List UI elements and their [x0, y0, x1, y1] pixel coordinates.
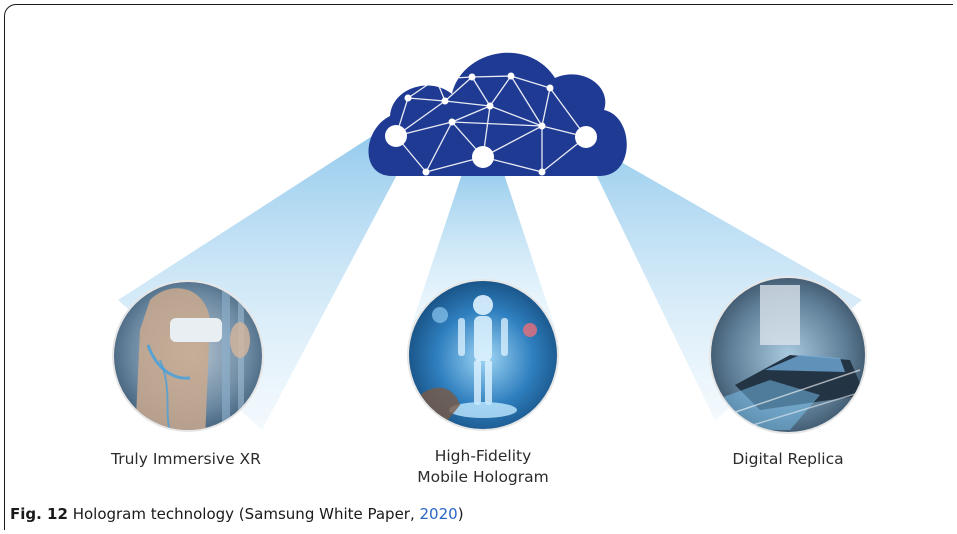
replica-image	[709, 276, 867, 434]
emitter-node-left	[385, 125, 407, 147]
beam-center	[410, 156, 556, 330]
caption-text: Hologram technology (Samsung White Paper…	[67, 505, 420, 523]
caption-fig-label: Fig. 12	[10, 505, 68, 523]
figure-frame	[4, 4, 953, 530]
label-hologram-line2: Mobile Hologram	[417, 468, 549, 486]
cloud-shape	[368, 52, 627, 176]
emitter-node-center	[472, 146, 494, 168]
hologram-image	[407, 279, 559, 431]
label-digital-replica: Digital Replica	[732, 450, 844, 468]
figure-caption: Fig. 12 Hologram technology (Samsung Whi…	[10, 505, 464, 523]
label-high-fidelity-mobile-hologram: High-Fidelity Mobile Hologram	[393, 446, 573, 488]
network-lines	[395, 75, 587, 173]
label-hologram-line1: High-Fidelity	[434, 447, 532, 465]
network-nodes	[404, 72, 554, 176]
caption-close: )	[457, 505, 464, 523]
label-truly-immersive-xr: Truly Immersive XR	[111, 450, 261, 468]
xr-image	[112, 280, 264, 432]
caption-year-link[interactable]: 2020	[419, 505, 458, 523]
emitter-node-right	[575, 126, 597, 148]
